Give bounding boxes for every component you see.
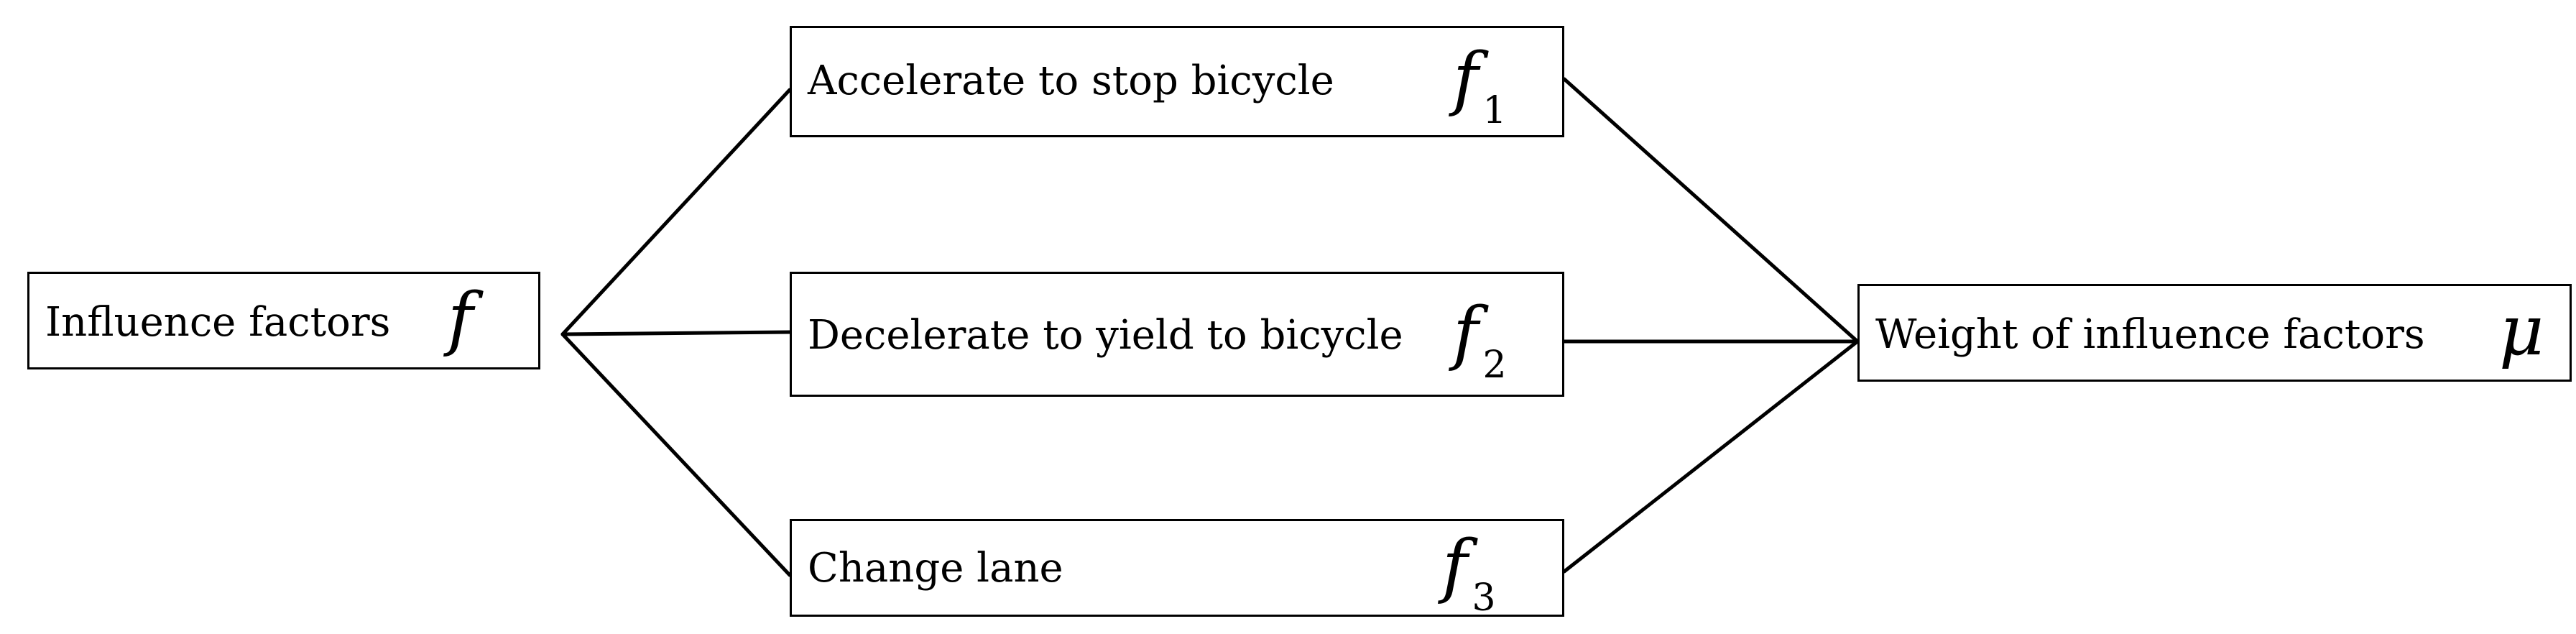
source-node: Influence factors f (27, 272, 540, 369)
option-node-1-symbol-letter: f (1453, 38, 1479, 119)
option-node-3-label: Change lane (808, 545, 1063, 592)
edge-source-to-option-2 (560, 330, 792, 336)
option-node-3-symbol-letter: f (1442, 525, 1468, 606)
source-node-label: Influence factors (45, 299, 391, 346)
option-node-3-subscript: 3 (1472, 576, 1496, 620)
target-node: Weight of influence factors μ (1857, 284, 2572, 382)
option-node-2-symbol-letter: f (1453, 293, 1479, 373)
option-node-1-subscript: 1 (1482, 88, 1507, 132)
option-node-2-label: Decelerate to yield to bicycle (808, 312, 1403, 359)
target-node-label: Weight of influence factors (1875, 311, 2425, 358)
edge-option-1-to-target (1562, 77, 1860, 344)
target-node-symbol: μ (2499, 290, 2544, 371)
edge-source-to-option-3 (560, 332, 792, 577)
option-node-1-label: Accelerate to stop bicycle (808, 58, 1334, 104)
edge-source-to-option-1 (560, 88, 792, 336)
source-node-symbol: f (448, 278, 474, 359)
option-node-2-subscript: 2 (1482, 343, 1507, 387)
edge-option-3-to-target (1562, 339, 1860, 574)
